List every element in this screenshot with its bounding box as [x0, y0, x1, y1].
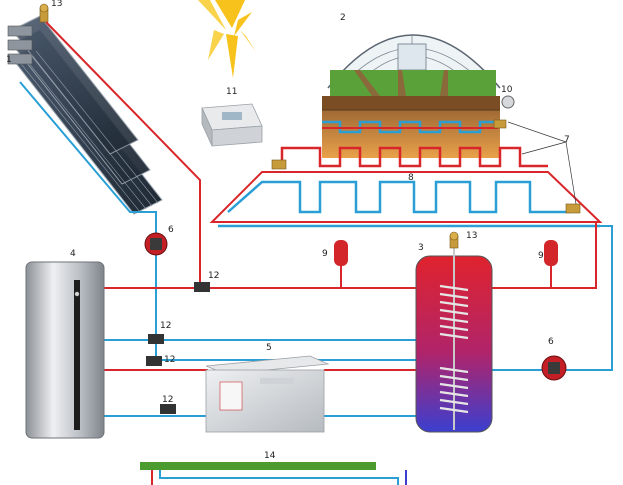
label-heat-pump: 5	[266, 343, 272, 353]
valve-a-icon	[194, 282, 210, 292]
label-sensor: 10	[501, 85, 513, 95]
sun-icon	[198, 0, 256, 78]
label-pump-top: 6	[168, 225, 174, 235]
label-valve-c: 12	[164, 355, 176, 365]
solar-collector-array	[7, 15, 163, 215]
label-valve-a: 12	[208, 271, 220, 281]
label-valves-floor: 7	[564, 135, 570, 145]
ground-loop	[140, 462, 407, 485]
floor-heating-loop-red	[280, 146, 548, 168]
expansion-tank-right-icon	[544, 240, 558, 288]
buffer-tank	[415, 246, 493, 433]
boiler	[25, 261, 105, 439]
label-valve-d: 12	[162, 395, 174, 405]
label-expansion-right: 9	[538, 251, 544, 261]
expansion-tank-left-icon	[334, 240, 348, 288]
label-boiler: 4	[70, 249, 76, 259]
greenhouse-soil-loop	[322, 120, 498, 134]
air-vent-top-icon	[39, 3, 49, 23]
floor-heating-loop-blue	[227, 180, 570, 214]
air-vent-tank-icon	[449, 231, 459, 249]
label-buffer-tank: 3	[418, 243, 424, 253]
circulation-pump-top-icon	[144, 232, 168, 256]
label-vent-tank: 13	[466, 231, 478, 241]
heat-pump	[205, 355, 330, 433]
label-collectors: 1	[6, 55, 12, 65]
greenhouse	[322, 34, 501, 158]
label-controller: 11	[226, 87, 238, 97]
valve-b-icon	[148, 334, 164, 344]
label-expansion-left: 9	[322, 249, 328, 259]
controller-icon	[201, 103, 263, 147]
label-floor-loop: 8	[408, 173, 414, 183]
valve-d-icon	[160, 404, 176, 414]
valve-c-icon	[146, 356, 162, 366]
collector-return-pipe	[19, 81, 418, 361]
label-ground-loop: 14	[264, 451, 276, 461]
label-greenhouse: 2	[340, 13, 346, 23]
label-valve-b: 12	[160, 321, 172, 331]
mixing-valve-icon	[271, 119, 581, 214]
label-vent-top: 13	[51, 0, 63, 9]
collector-supply-pipe	[45, 21, 201, 288]
circulation-pump-right-icon	[541, 355, 567, 381]
label-pump-right: 6	[548, 337, 554, 347]
sensor-icon	[501, 95, 515, 109]
